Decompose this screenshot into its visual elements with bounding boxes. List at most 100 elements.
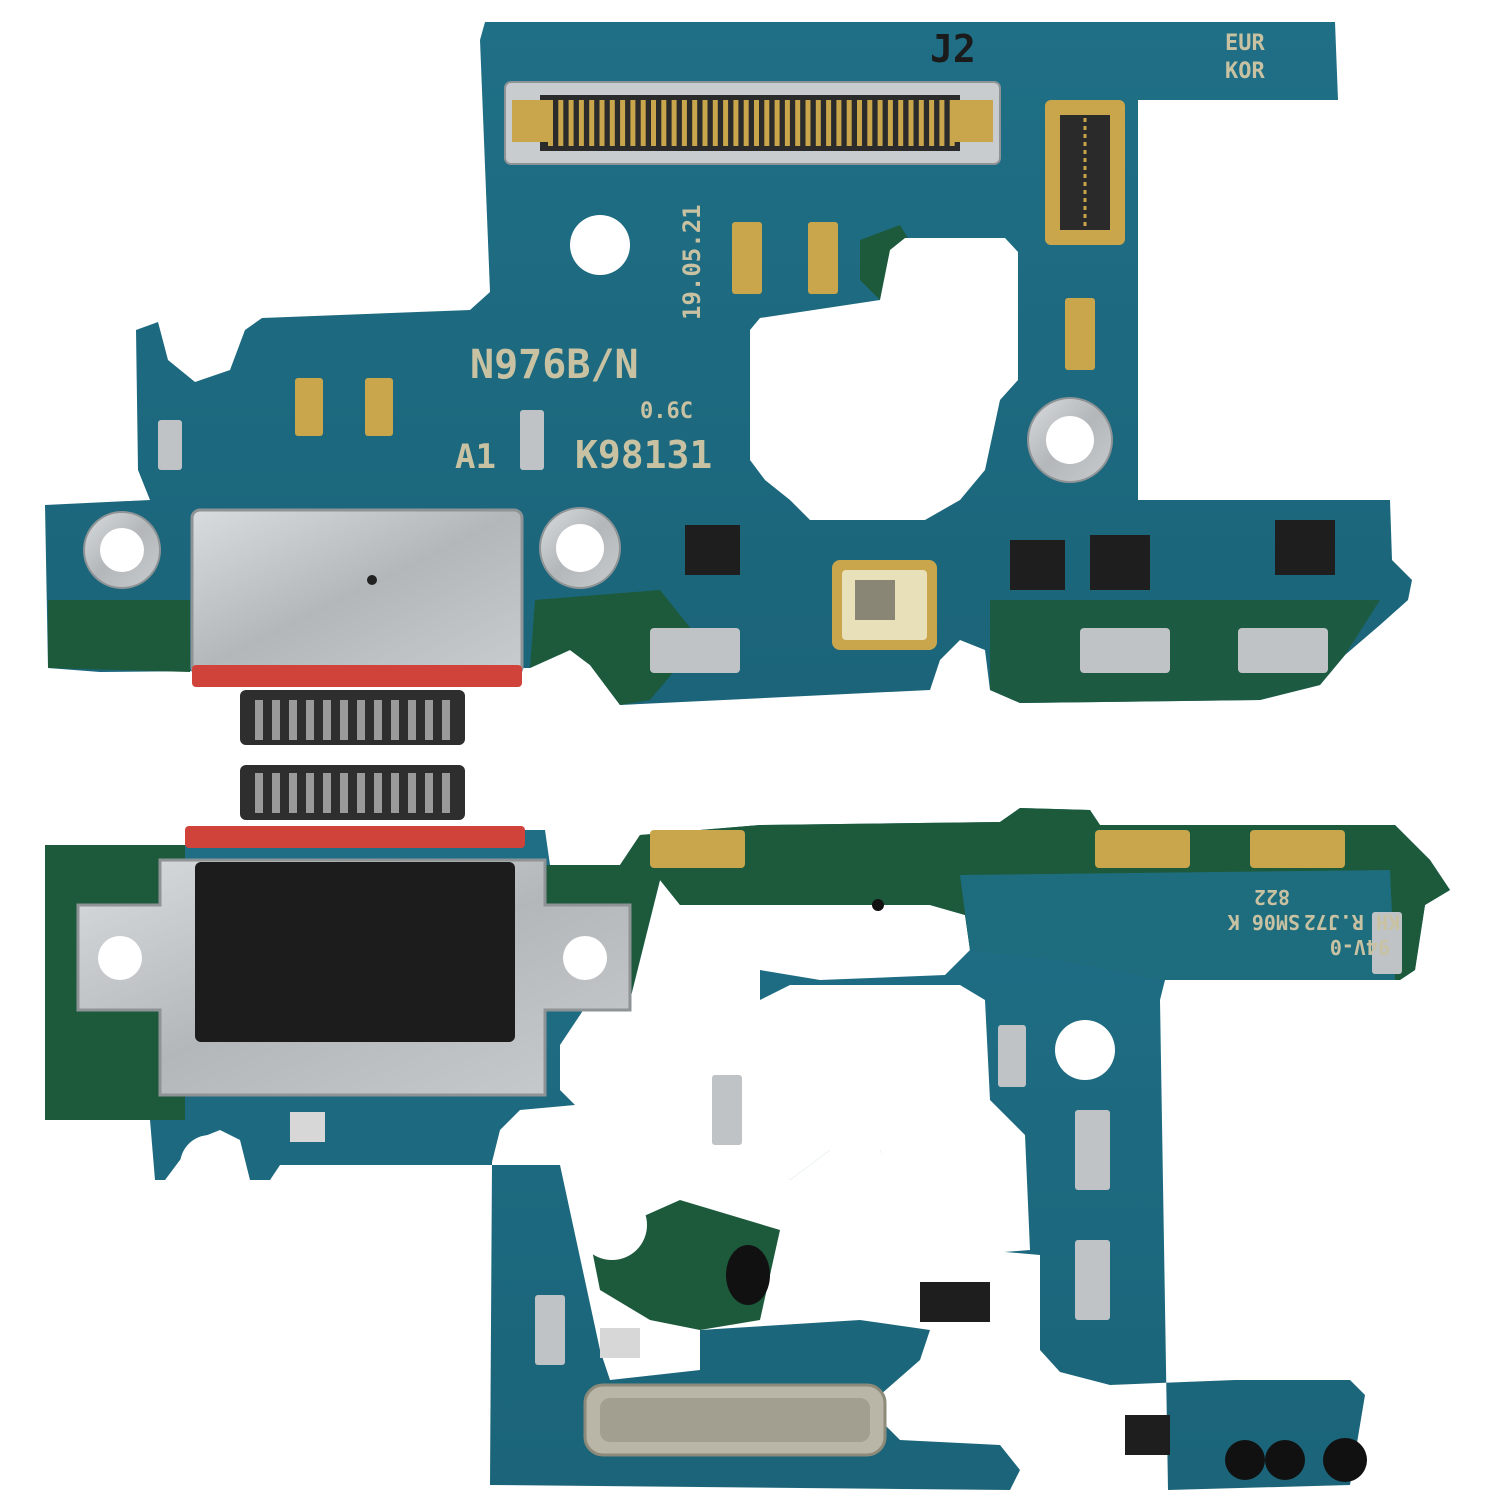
connector-pin [578, 100, 584, 146]
bottom-board-blue-band [960, 870, 1395, 980]
connector-pin [306, 700, 314, 740]
connector-pin [898, 100, 904, 146]
connector-pin [357, 773, 365, 813]
connector-pin [661, 100, 667, 146]
connector-pin [289, 700, 297, 740]
top-board-holes [83, 215, 1113, 589]
region-mark-eur: EUR [1225, 31, 1265, 56]
connector-pin [408, 700, 416, 740]
connector-pin [323, 700, 331, 740]
connector-pin [651, 100, 656, 146]
usb-c-port-icon [76, 765, 632, 1097]
connector-pin [558, 100, 564, 146]
mark-row-2: KH R.J72 [1304, 910, 1400, 934]
connector-pin [887, 100, 893, 146]
connector-pin [568, 100, 574, 146]
region-mark-kor: KOR [1225, 59, 1265, 84]
connector-pin [374, 700, 382, 740]
date-code-label: 19.05.21 [678, 204, 706, 320]
connector-pin [323, 773, 331, 813]
connector-pin [908, 100, 914, 146]
connector-pin [340, 700, 348, 740]
left-mark-label: A1 [455, 437, 496, 477]
screw-hole-icon [98, 936, 142, 980]
connector-pin [805, 100, 811, 146]
connector-pin [815, 100, 821, 146]
connector-pin [784, 100, 790, 146]
part-code-label: K98131 [575, 433, 712, 477]
screw-hole-icon [563, 936, 607, 980]
bottom-board: 94V-0 KH R.J72 SM06 K 822 [45, 765, 1450, 1490]
connector-pin [918, 100, 924, 146]
connector-pin [764, 100, 770, 146]
board-to-board-connector [504, 81, 1001, 165]
connector-pin [712, 100, 718, 146]
connector-pin [733, 100, 739, 146]
top-board-ground-mid [530, 590, 700, 705]
connector-pin [609, 100, 615, 146]
connector-pin [630, 100, 636, 146]
mark-row-3: SM06 K [1228, 910, 1300, 934]
connector-pin [306, 773, 314, 813]
screw-hole-icon [570, 215, 630, 275]
connector-pin [774, 100, 780, 146]
connector-pin [442, 773, 450, 813]
connector-pin [255, 773, 263, 813]
bottom-board-marks [726, 899, 1367, 1482]
bottom-board-silkscreen: 94V-0 KH R.J72 SM06 K 822 [1228, 885, 1400, 959]
connector-pin [442, 700, 450, 740]
screw-hole-icon [180, 1135, 240, 1195]
connector-pin [877, 100, 883, 146]
connector-pin [374, 773, 382, 813]
connector-pin [846, 100, 852, 146]
corner-mark-label: J2 [930, 27, 976, 71]
model-code-label: N976B/N [470, 342, 639, 388]
mark-row-4: 822 [1254, 885, 1290, 909]
connector-pin [692, 100, 698, 146]
small-flex-connector [1045, 100, 1125, 245]
connector-pin [425, 700, 433, 740]
connector-pin [391, 700, 399, 740]
connector-pin [620, 100, 626, 146]
screw-hole-icon [1055, 1020, 1115, 1080]
connector-pin [795, 100, 801, 146]
connector-pin [826, 100, 832, 146]
connector-pin [702, 100, 708, 146]
connector-pin [255, 700, 263, 740]
connector-pin [599, 100, 605, 146]
connector-pin [425, 773, 433, 813]
revision-label: 0.6C [640, 399, 693, 424]
connector-pin [836, 100, 842, 146]
top-board-components [158, 222, 1328, 673]
connector-pin [272, 700, 280, 740]
connector-pin [272, 773, 280, 813]
connector-pin [743, 100, 749, 146]
connector-pin [929, 100, 935, 146]
connector-pin [589, 100, 595, 146]
speaker-grill [583, 1383, 887, 1457]
connector-pin [671, 100, 677, 146]
screw-hole-icon [577, 1190, 647, 1260]
connector-pin [408, 773, 416, 813]
connector-pin [289, 773, 297, 813]
mems-microphone-icon [832, 560, 937, 650]
top-board-ground-right [990, 600, 1380, 703]
bottom-board-components [290, 830, 1402, 1455]
connector-pin [857, 100, 862, 146]
connector-pin [340, 773, 348, 813]
connector-pin [754, 100, 759, 146]
connector-pin [640, 100, 646, 146]
usb-c-port-icon [190, 508, 524, 745]
top-board-silkscreen: N976B/N A1 K98131 0.6C 19.05.21 EUR KOR … [455, 27, 1265, 477]
connector-pin [357, 700, 365, 740]
bottom-board-cutout [760, 985, 1030, 1255]
connector-pin [723, 100, 729, 146]
connector-pin [939, 100, 945, 146]
connector-pin [949, 100, 955, 146]
top-board-cutout [750, 238, 1018, 520]
mark-row-1: 94V-0 [1330, 935, 1390, 959]
top-board: N976B/N A1 K98131 0.6C 19.05.21 EUR KOR … [45, 22, 1412, 745]
top-board-ics [685, 520, 1335, 590]
top-board-ground-left [48, 600, 190, 672]
